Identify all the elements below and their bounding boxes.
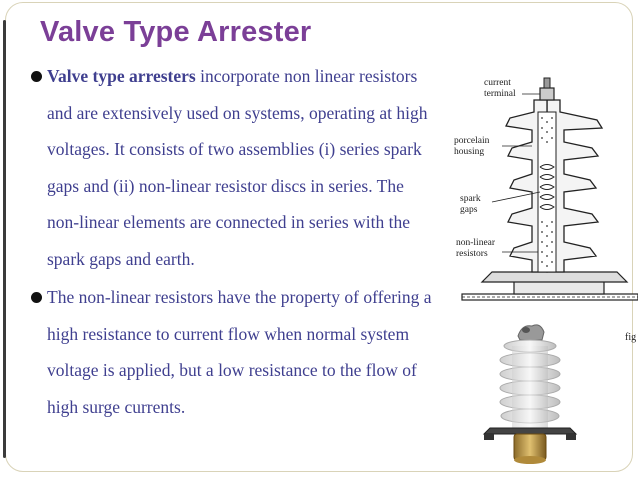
arrester-cross-section-diagram: current terminal porcelain housing spark… bbox=[452, 72, 638, 312]
bullet-list: Valve type arresters incorporate non lin… bbox=[20, 58, 440, 425]
bullet-text: incorporate non linear resistors and are… bbox=[47, 66, 428, 269]
label-non-linear-resistors: non-linear resistors bbox=[456, 238, 496, 259]
label-spark-gaps: spark gaps bbox=[460, 194, 481, 215]
bullet-item-1: Valve type arresters incorporate non lin… bbox=[20, 58, 440, 277]
left-accent-bar bbox=[3, 20, 6, 458]
slide-title: Valve Type Arrester bbox=[40, 16, 312, 48]
bullet-dot-icon bbox=[31, 71, 42, 82]
arrester-diagram-drawing bbox=[461, 77, 638, 301]
bullet-item-2: The non-linear resistors have the proper… bbox=[20, 279, 440, 425]
figure-caption: fig bbox=[625, 332, 637, 343]
bullet-bold-lead: Valve type arresters bbox=[47, 66, 196, 86]
arrester-photo bbox=[470, 316, 600, 476]
bullet-dot-icon bbox=[31, 292, 42, 303]
bullet-text: The non-linear resistors have the proper… bbox=[47, 287, 432, 417]
label-current-terminal: current terminal bbox=[484, 78, 516, 99]
arrester-photo-drawing bbox=[482, 324, 578, 464]
label-porcelain-housing: porcelain housing bbox=[454, 136, 490, 157]
